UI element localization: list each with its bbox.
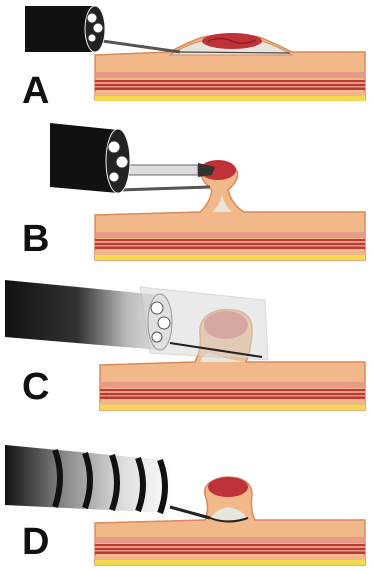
endoscope-channel-icon: [108, 141, 120, 153]
endoscope-channel-icon: [151, 302, 163, 314]
panel-b-illustration: [0, 115, 375, 265]
panel-label: B: [22, 220, 49, 258]
panel-c: C: [0, 265, 375, 415]
snare-wire: [170, 507, 210, 518]
lesion: [208, 477, 248, 497]
panel-a: A: [0, 0, 375, 115]
panel-b: B: [0, 115, 375, 265]
panel-d-illustration: [0, 415, 375, 570]
endoscope-channel-icon: [87, 13, 97, 23]
panel-d: D: [0, 415, 375, 570]
panel-c-illustration: [0, 265, 375, 415]
injection-needle: [95, 40, 180, 52]
panel-label: A: [22, 72, 49, 110]
grasping-forceps: [120, 165, 198, 175]
panel-label: D: [22, 523, 49, 561]
panel-label: C: [22, 368, 49, 406]
panel-a-illustration: [0, 0, 375, 115]
